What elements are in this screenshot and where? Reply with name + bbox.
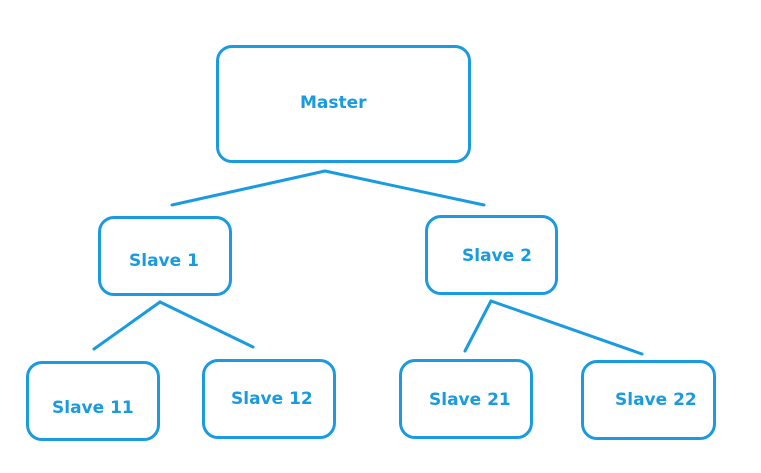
slave-21-node: Slave 21 [399,359,533,439]
edge-slave-1-slave-12 [158,300,255,349]
slave-12-node: Slave 12 [202,359,336,439]
slave-1-node: Slave 1 [98,216,232,296]
slave-1-label: Slave 1 [129,251,199,271]
edge-slave-1-slave-11 [92,300,162,351]
edge-slave-2-slave-22 [489,299,644,356]
slave-11-node: Slave 11 [26,361,160,441]
slave-22-label: Slave 22 [615,390,697,410]
slave-21-label: Slave 21 [429,390,511,410]
edge-master-slave-1 [170,169,327,207]
slave-11-label: Slave 11 [52,398,134,418]
master-node: Master [216,45,471,163]
edge-slave-2-slave-21 [463,299,493,353]
master-label: Master [300,93,367,113]
slave-2-label: Slave 2 [462,246,532,266]
slave-22-node: Slave 22 [581,360,716,440]
edge-master-slave-2 [323,169,486,207]
slave-2-node: Slave 2 [425,215,558,295]
slave-12-label: Slave 12 [231,389,313,409]
